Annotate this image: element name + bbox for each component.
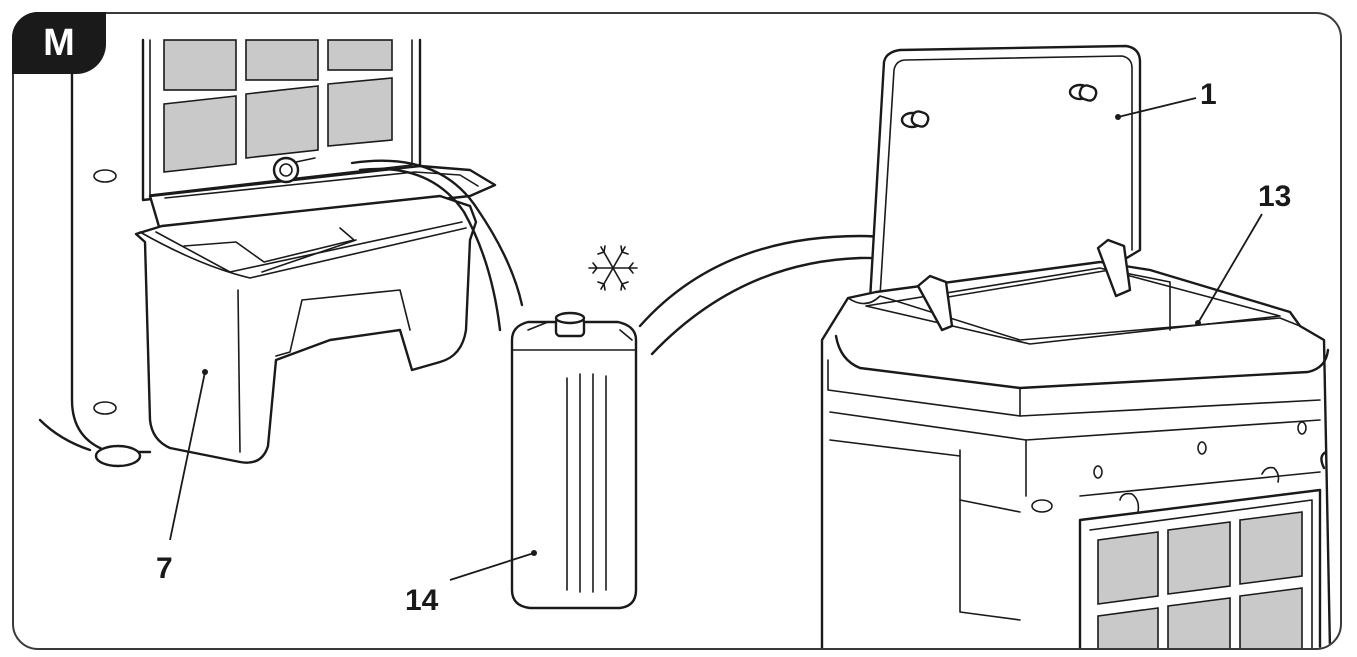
label-ice-pack: 14 <box>405 584 439 617</box>
panel-letter-badge: M <box>12 12 106 74</box>
right-cooler-lid <box>868 44 1142 302</box>
right-cooler-grille <box>1078 488 1322 648</box>
right-cooler-body <box>820 238 1332 648</box>
leader-tank <box>1197 213 1263 324</box>
leader-drawer <box>169 371 206 541</box>
flow-arc-left <box>350 159 524 307</box>
snowflake-icon <box>588 245 638 291</box>
flow-arc-left-inner <box>358 167 502 332</box>
left-cooler-grille <box>163 39 393 173</box>
label-tank: 13 <box>1258 180 1291 213</box>
leader-lid <box>1117 97 1197 118</box>
label-drawer: 7 <box>156 552 173 585</box>
leader-ice-pack <box>449 552 535 581</box>
label-lid: 1 <box>1200 78 1217 111</box>
ice-pack <box>510 311 638 610</box>
water-drawer <box>134 194 478 464</box>
